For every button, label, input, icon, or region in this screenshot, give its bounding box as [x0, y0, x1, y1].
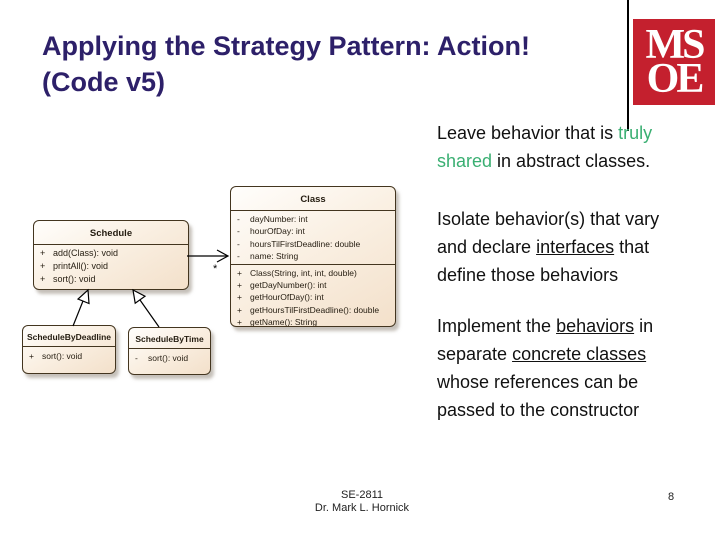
- uml-attribute-row: -name: String: [237, 251, 299, 262]
- page-number: 8: [668, 491, 675, 503]
- uml-schedulebytime-box-title: ScheduleByTime: [135, 334, 204, 344]
- uml-method-row: +getDayNumber(): int: [237, 280, 327, 291]
- uml-method-row: +getHoursTilFirstDeadline(): double: [237, 304, 380, 315]
- uml-schedulebydeadline-box: ScheduleByDeadline +sort(): void: [22, 325, 116, 374]
- uml-class-box-attributes: -dayNumber: int -hourOfDay: int -hoursTi…: [231, 210, 395, 264]
- uml-method-row: -sort(): void: [135, 353, 189, 363]
- note-text-green: shared: [437, 151, 493, 171]
- slide-title-line1: Applying the Strategy Pattern: Action!: [42, 31, 531, 61]
- msoe-logo: MS OE: [633, 19, 715, 105]
- note-paragraph-isolate: Isolate behavior(s) that vary and declar…: [437, 205, 707, 289]
- uml-schedule-box-methods: +add(Class): void +printAll(): void +sor…: [34, 244, 188, 287]
- note-text: in: [634, 316, 654, 336]
- slide-title-line2: (Code v5): [42, 67, 166, 97]
- uml-method-row: +sort(): void: [40, 274, 96, 284]
- uml-method-row: +printAll(): void: [40, 261, 109, 271]
- note-paragraph-shared: Leave behavior that is truly shared in a…: [437, 119, 707, 175]
- note-text: define those behaviors: [437, 265, 619, 285]
- uml-attribute-row: -hourOfDay: int: [237, 226, 305, 237]
- note-text: and declare: [437, 237, 537, 257]
- note-text-underlined: interfaces: [536, 237, 615, 257]
- inheritance-arrow-bytime: [132, 288, 160, 328]
- note-text: whose references can be: [437, 372, 639, 392]
- note-text-underlined: behaviors: [556, 316, 635, 336]
- msoe-logo-line1: MS: [645, 22, 706, 68]
- uml-method-row: +getHourOfDay(): int: [237, 292, 324, 303]
- note-text-green: truly: [618, 123, 653, 143]
- uml-attribute-row: -hoursTilFirstDeadline: double: [237, 238, 361, 249]
- note-text: separate: [437, 344, 513, 364]
- slide-title: Applying the Strategy Pattern: Action! (…: [42, 28, 632, 100]
- inheritance-arrow-bydeadline: [72, 288, 90, 327]
- note-text-underlined: concrete classes: [512, 344, 647, 364]
- uml-class-box: Class -dayNumber: int -hourOfDay: int -h…: [230, 186, 396, 327]
- uml-method-row: +getName(): String: [237, 317, 318, 327]
- uml-class-box-methods: +Class(String, int, int, double) +getDay…: [231, 263, 395, 327]
- msoe-logo-line2: OE: [646, 56, 705, 102]
- note-text: Leave behavior that is: [437, 123, 619, 143]
- uml-schedule-box-title: Schedule: [89, 228, 133, 239]
- association-arrow-schedule-class: *: [187, 249, 230, 275]
- uml-schedulebytime-box: ScheduleByTime -sort(): void: [128, 327, 211, 375]
- uml-attribute-row: -dayNumber: int: [237, 214, 308, 224]
- note-paragraph-implement: Implement the behaviors in separate conc…: [437, 312, 707, 424]
- header-divider-line: [627, 0, 629, 131]
- slide-footer: SE-2811 Dr. Mark L. Hornick: [262, 489, 462, 515]
- uml-class-box-title: Class: [300, 194, 326, 205]
- uml-schedulebydeadline-box-methods: +sort(): void: [23, 346, 115, 364]
- note-text: passed to the constructor: [437, 400, 640, 420]
- note-text: Implement the: [437, 316, 557, 336]
- uml-schedulebydeadline-box-title: ScheduleByDeadline: [26, 332, 112, 342]
- uml-schedulebytime-box-methods: -sort(): void: [129, 348, 210, 366]
- uml-schedule-box: Schedule +add(Class): void +printAll(): …: [33, 220, 189, 290]
- uml-method-row: +sort(): void: [29, 351, 83, 361]
- uml-method-row: +Class(String, int, int, double): [237, 267, 357, 278]
- footer-course: SE-2811: [341, 489, 383, 501]
- note-text: that: [614, 237, 650, 257]
- uml-method-row: +add(Class): void: [40, 248, 119, 258]
- footer-author: Dr. Mark L. Hornick: [314, 502, 410, 514]
- association-multiplicity-label: *: [213, 263, 218, 275]
- note-text: Isolate behavior(s) that vary: [437, 209, 660, 229]
- note-text: in abstract classes.: [492, 151, 651, 171]
